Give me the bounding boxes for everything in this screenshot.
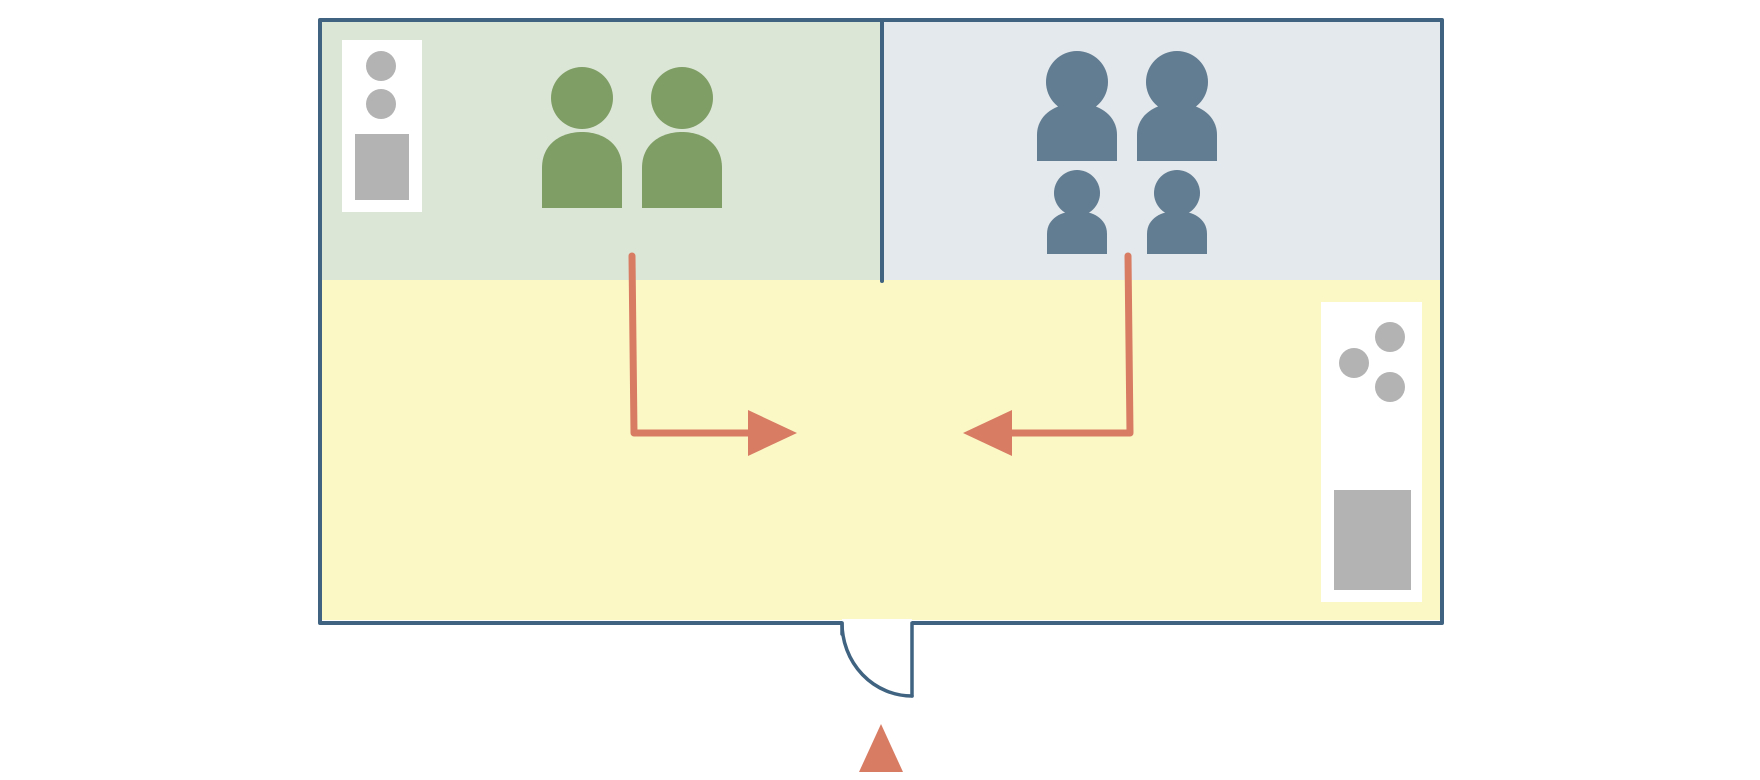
person-icon bbox=[1037, 51, 1117, 161]
person-icon bbox=[1137, 51, 1217, 161]
arrow-icon bbox=[963, 252, 1134, 456]
person-icon bbox=[1147, 170, 1207, 254]
person-icon bbox=[1047, 170, 1107, 254]
furniture-stool bbox=[1375, 322, 1405, 352]
furniture-stool bbox=[1339, 348, 1369, 378]
person-icon bbox=[542, 67, 622, 208]
person-icon bbox=[642, 67, 722, 208]
furniture-table bbox=[1334, 490, 1411, 590]
entrance-triangle-icon bbox=[859, 724, 903, 772]
furniture-stool bbox=[366, 51, 396, 81]
furniture-unit-left bbox=[342, 40, 422, 212]
arrow-icon bbox=[628, 252, 797, 456]
furniture-stool bbox=[1375, 372, 1405, 402]
door-icon bbox=[840, 621, 914, 698]
furniture-stool bbox=[366, 89, 396, 119]
zone-yellow-hall bbox=[320, 280, 1442, 620]
furniture-table bbox=[355, 134, 409, 200]
furniture-unit-right bbox=[1321, 302, 1422, 602]
